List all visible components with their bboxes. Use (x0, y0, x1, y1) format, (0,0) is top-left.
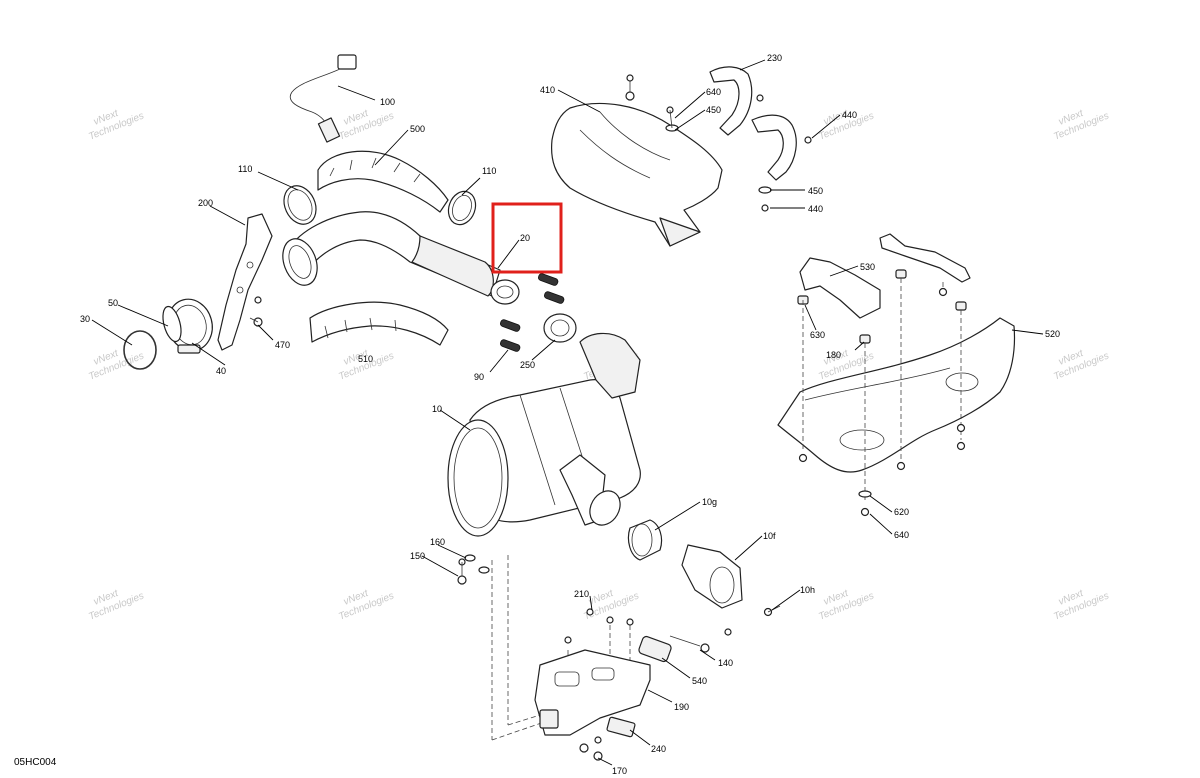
leader-lines (91, 59, 1044, 766)
callout-640-top[interactable]: 640 (706, 87, 721, 97)
washer-part-620[interactable] (858, 490, 872, 498)
tailpipe-part-10f[interactable] (681, 544, 743, 609)
callout-40[interactable]: 40 (216, 366, 226, 376)
callout-110-left[interactable]: 110 (238, 164, 252, 174)
hanger-strap-part-230[interactable] (709, 66, 797, 181)
bracket-part-530[interactable] (799, 233, 971, 319)
callout-250[interactable]: 250 (520, 360, 535, 370)
watermark: vNext Technologies (1052, 108, 1110, 143)
bolt-part-140[interactable] (669, 628, 732, 653)
callout-180[interactable]: 180 (826, 350, 841, 360)
ring-part-50[interactable] (160, 305, 185, 344)
sealing-ring-part-250[interactable] (543, 313, 577, 343)
callout-20[interactable]: 20 (520, 233, 530, 243)
callout-10f[interactable]: 10f (763, 531, 776, 541)
bolt-part-440-bottom[interactable] (761, 204, 769, 212)
heat-shield-part-410[interactable] (550, 102, 723, 247)
nut-part-170[interactable] (579, 736, 603, 761)
callout-10[interactable]: 10 (432, 404, 442, 414)
callout-440-bottom[interactable]: 440 (808, 204, 823, 214)
callout-630[interactable]: 630 (810, 330, 825, 340)
spring-part-90[interactable] (500, 273, 565, 352)
highlight-box-part-20 (491, 202, 563, 274)
clamp-part-110-left[interactable] (278, 181, 322, 230)
callout-450-right[interactable]: 450 (808, 186, 823, 196)
watermark: vNext Technologies (87, 588, 145, 623)
muffler-part-10[interactable] (447, 332, 641, 537)
heat-shield-part-500[interactable] (317, 150, 449, 213)
callout-labels: 100 500 110 110 200 20 50 30 40 470 510 … (80, 53, 1060, 776)
callout-140[interactable]: 140 (718, 658, 733, 668)
watermark: vNext Technologies (87, 348, 145, 383)
isolator-part-540[interactable] (638, 635, 672, 663)
heat-shield-part-510[interactable] (309, 301, 449, 346)
callout-500[interactable]: 500 (410, 124, 425, 134)
watermark: vNext Technologies (1052, 588, 1110, 623)
watermark: vNext Technologies (817, 588, 875, 623)
callout-30[interactable]: 30 (80, 314, 90, 324)
callout-530[interactable]: 530 (860, 262, 875, 272)
callout-620[interactable]: 620 (894, 507, 909, 517)
washer-part-450-right[interactable] (758, 186, 772, 194)
callout-10g[interactable]: 10g (702, 497, 717, 507)
bracket-part-240[interactable] (606, 716, 636, 738)
washer-part-160[interactable] (464, 554, 490, 574)
callout-10h[interactable]: 10h (800, 585, 815, 595)
callout-190[interactable]: 190 (674, 702, 689, 712)
callout-50[interactable]: 50 (108, 298, 118, 308)
exhaust-pipe-part-20[interactable] (277, 211, 520, 305)
mount-bracket-part-190[interactable] (534, 649, 651, 736)
bolt-part-470[interactable] (249, 296, 263, 327)
watermark: vNext Technologies (337, 588, 395, 623)
bolt-part-150[interactable] (457, 558, 467, 585)
bolt-part-440-top[interactable] (756, 94, 812, 144)
nut-part-640-bottom[interactable] (860, 507, 870, 517)
bracket-part-200[interactable] (217, 213, 273, 351)
callout-100[interactable]: 100 (380, 97, 395, 107)
bolt-part-10h[interactable] (763, 605, 781, 617)
tailpipe-part-10g[interactable] (584, 485, 663, 561)
callout-90[interactable]: 90 (474, 372, 484, 382)
callout-510[interactable]: 510 (358, 354, 373, 364)
callout-170[interactable]: 170 (612, 766, 627, 776)
fasteners-right-cluster[interactable] (798, 287, 966, 471)
oxygen-sensor-part-100[interactable] (289, 54, 357, 143)
clamp-part-110-right[interactable] (444, 188, 480, 229)
callout-450-top[interactable]: 450 (706, 105, 721, 115)
callout-240[interactable]: 240 (651, 744, 666, 754)
callout-440-top[interactable]: 440 (842, 110, 857, 120)
heat-shield-part-520[interactable] (777, 317, 1016, 473)
callout-230[interactable]: 230 (767, 53, 782, 63)
gasket-part-30[interactable] (123, 330, 157, 370)
callout-540[interactable]: 540 (692, 676, 707, 686)
drawing-code: 05HC004 (14, 757, 57, 768)
callout-520[interactable]: 520 (1045, 329, 1060, 339)
washer-part-450-top[interactable] (665, 106, 679, 132)
fasteners-part-210[interactable] (564, 608, 634, 644)
callout-150[interactable]: 150 (410, 551, 425, 561)
watermark: vNext Technologies (817, 108, 875, 143)
callout-200[interactable]: 200 (198, 198, 213, 208)
watermark: vNext Technologies (87, 108, 145, 143)
callout-410[interactable]: 410 (540, 85, 555, 95)
watermark: vNext Technologies (1052, 348, 1110, 383)
watermark: vNext Technologies (582, 588, 640, 623)
nut-part-640-top[interactable] (625, 74, 635, 101)
alignment-lines-right (802, 278, 962, 500)
callout-110-right[interactable]: 110 (482, 166, 496, 176)
callout-470[interactable]: 470 (275, 340, 290, 350)
callout-640-bottom[interactable]: 640 (894, 530, 909, 540)
callout-160[interactable]: 160 (430, 537, 445, 547)
callout-210[interactable]: 210 (574, 589, 589, 599)
